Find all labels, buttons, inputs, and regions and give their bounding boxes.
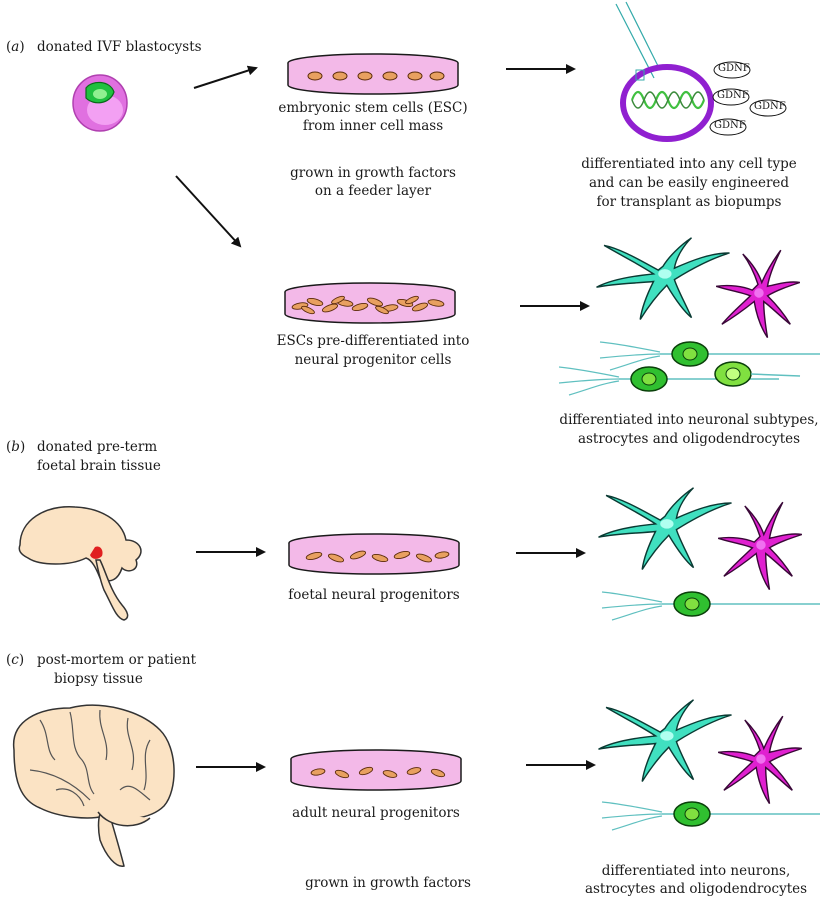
foetal-brain-illustration (19, 507, 141, 620)
neuron-caption-a-line1: differentiated into neuronal subtypes, (559, 411, 818, 430)
npc-petri-dish (285, 283, 455, 323)
biopump-caption-line2: and can be easily engineered (589, 174, 789, 193)
foetal-npc-petri-dish (289, 534, 459, 574)
blastocyst-illustration (73, 75, 127, 131)
adult-npc-petri-dish (291, 750, 461, 790)
foetal-dish-caption: foetal neural progenitors (288, 586, 460, 605)
section-b-label: (b) (6, 438, 25, 457)
gdnf-label: GDNF (754, 100, 786, 114)
source-label-c-line2: biopsy tissue (54, 670, 143, 689)
differentiated-neurons-c (599, 700, 820, 830)
esc-petri-dish (288, 54, 458, 94)
section-c-label: (c) (6, 651, 24, 670)
gdnf-label: GDNF (717, 89, 749, 103)
section-a-label: (a) (6, 38, 25, 57)
arrow (194, 68, 256, 88)
differentiated-neurons-a (559, 238, 820, 395)
arrow (176, 176, 240, 246)
esc-dish-caption-line1: embryonic stem cells (ESC) (278, 99, 467, 118)
source-label-c-line1: post-mortem or patient (37, 651, 196, 670)
growth-note-line1: grown in growth factors (290, 164, 456, 183)
gdnf-label: GDNF (718, 62, 750, 76)
adult-dish-caption: adult neural progenitors (292, 804, 460, 823)
npc-dish-caption-line2: neural progenitor cells (295, 351, 452, 370)
source-label-b-line1: donated pre-term (37, 438, 157, 457)
neuron-caption-c-line1: differentiated into neurons, (602, 862, 791, 881)
biopump-caption-line1: differentiated into any cell type (581, 155, 797, 174)
plasmid-biopump-illustration (616, 2, 711, 139)
growth-note-line2: on a feeder layer (315, 182, 431, 201)
growth-note-c: grown in growth factors (305, 874, 471, 893)
adult-brain-illustration (14, 705, 174, 866)
section-letter: b (11, 439, 20, 455)
neuron-caption-a-line2: astrocytes and oligodendrocytes (578, 430, 800, 449)
section-letter: a (11, 39, 19, 55)
npc-dish-caption-line1: ESCs pre-differentiated into (277, 332, 470, 351)
section-letter: c (11, 652, 19, 668)
source-label-a: donated IVF blastocysts (37, 38, 202, 57)
gdnf-label: GDNF (714, 119, 746, 133)
biopump-caption-line3: for transplant as biopumps (597, 193, 782, 212)
source-label-b-line2: foetal brain tissue (37, 457, 161, 476)
esc-dish-caption-line2: from inner cell mass (303, 117, 443, 136)
differentiated-neurons-b (599, 488, 820, 620)
neuron-caption-c-line2: astrocytes and oligodendrocytes (585, 880, 807, 899)
